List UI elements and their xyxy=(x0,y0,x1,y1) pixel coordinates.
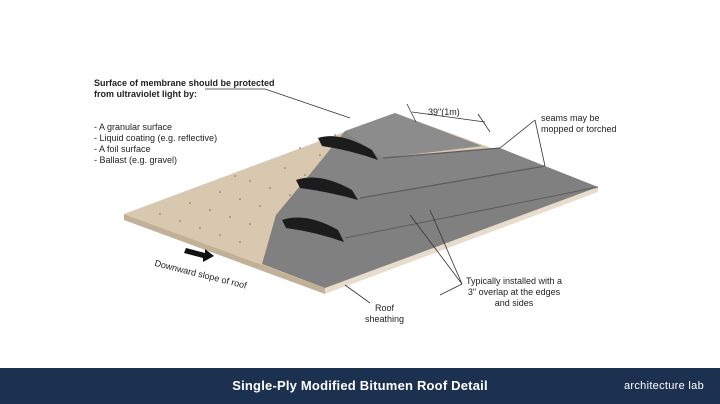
membrane-roll-2 xyxy=(296,177,358,200)
leader-seams-2 xyxy=(534,119,546,167)
leader-overlap-2 xyxy=(429,209,463,285)
leader-sheathing xyxy=(344,284,371,304)
roof-detail-diagram xyxy=(124,88,599,304)
width-tick-2 xyxy=(477,113,491,133)
width-dimension-line xyxy=(411,111,486,123)
width-tick-1 xyxy=(406,103,417,123)
uv-protection-list: - A granular surface - Liquid coating (e… xyxy=(94,122,218,165)
seam-line-2 xyxy=(359,165,546,199)
roof-sheathing-edge-right xyxy=(325,187,598,294)
overlap-note: Typically installed with a 3" overlap at… xyxy=(466,276,563,308)
membrane-strip-1 xyxy=(345,113,482,158)
seams-note: seams may be mopped or torched xyxy=(541,113,617,134)
leader-overlap-3 xyxy=(439,283,463,296)
leader-overlap-1 xyxy=(409,214,463,285)
uv-protection-title: Surface of membrane should be protected … xyxy=(94,78,275,99)
seam-line-1 xyxy=(382,147,501,159)
sheathing-note: Roof sheathing xyxy=(365,303,405,324)
uv-protection-note: Surface of membrane should be protected … xyxy=(94,56,275,177)
width-label: 39"(1m) xyxy=(428,107,460,117)
membrane-roll-1 xyxy=(318,136,378,160)
brand-logo: architecture lab xyxy=(623,380,704,392)
slope-arrow-icon xyxy=(184,248,214,262)
membrane-strip-2 xyxy=(310,131,545,198)
footer-title: Single-Ply Modified Bitumen Roof Detail xyxy=(232,378,488,393)
leader-uv xyxy=(205,88,351,119)
seam-line-3 xyxy=(344,186,599,239)
membrane-roll-3 xyxy=(282,217,344,242)
leader-seams-1 xyxy=(499,119,536,149)
roof-sheathing-edge xyxy=(124,214,325,294)
footer-bar: Single-Ply Modified Bitumen Roof Detail … xyxy=(0,368,720,404)
